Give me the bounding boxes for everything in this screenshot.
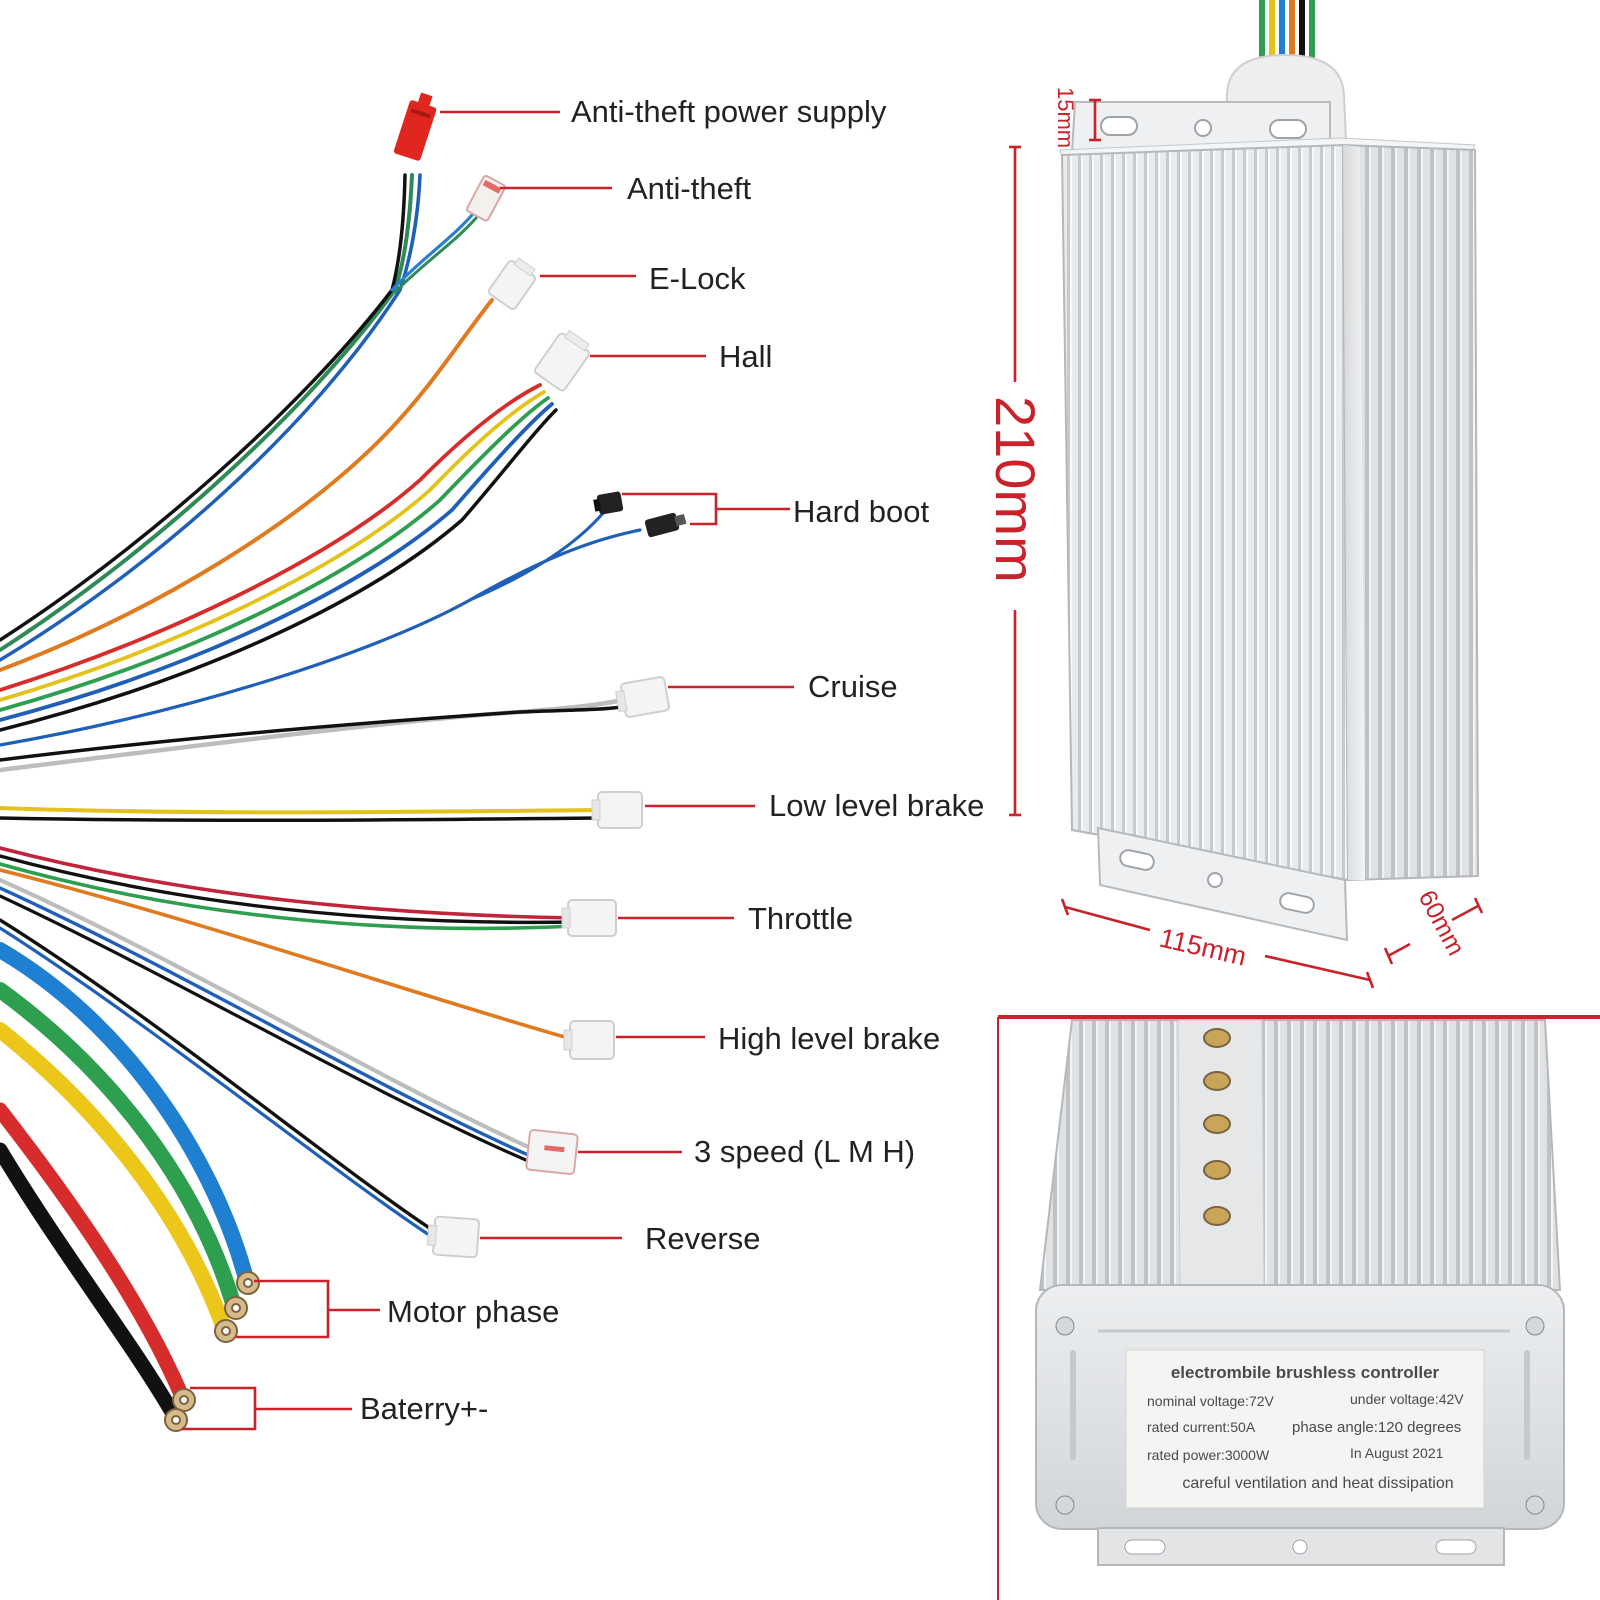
- plate-under-voltage: under voltage:42V: [1350, 1391, 1464, 1407]
- wire-harness: [0, 173, 642, 1420]
- hard-boot-connector-b: [644, 512, 687, 538]
- cruise-connector: [615, 676, 670, 718]
- label-hall: Hall: [719, 339, 772, 374]
- label-hard-boot: Hard boot: [793, 494, 930, 529]
- plate-nominal-voltage: nominal voltage:72V: [1147, 1393, 1275, 1409]
- bottom-flange: [1096, 826, 1349, 942]
- finned-housing: [1060, 143, 1350, 882]
- leader-lines: [182, 110, 794, 1431]
- dim-flange-label: 15mm: [1053, 87, 1078, 148]
- low-brake-connector: [591, 791, 643, 829]
- e-lock-connector: [487, 257, 537, 310]
- plate-phase-angle: phase angle:120 degrees: [1292, 1419, 1461, 1436]
- plate-rated-current: rated current:50A: [1147, 1419, 1256, 1435]
- plate-date: In August 2021: [1350, 1445, 1444, 1461]
- throttle-connector: [561, 899, 617, 937]
- plate-note: careful ventilation and heat dissipation: [1182, 1475, 1453, 1492]
- label-three-speed: 3 speed (L M H): [694, 1134, 915, 1169]
- controller-top-view: [1059, 0, 1480, 942]
- dim-height-label: 210mm: [984, 396, 1047, 583]
- wire-labels: Anti-theft power supply Anti-theft E-Loc…: [360, 94, 984, 1426]
- label-motor-phase: Motor phase: [387, 1294, 559, 1329]
- label-cruise: Cruise: [808, 669, 898, 704]
- hard-boot-connector-a: [593, 491, 624, 515]
- battery-terminals: [164, 1388, 196, 1432]
- label-throttle: Throttle: [748, 901, 853, 936]
- label-high-level-brake: High level brake: [718, 1021, 940, 1056]
- spec-plate: [1125, 1349, 1485, 1509]
- dim-width-label: 115mm: [1157, 923, 1250, 972]
- hall-connector: [534, 329, 590, 392]
- plate-title: electrombile brushless controller: [1171, 1363, 1440, 1382]
- power-terminals: [1203, 1028, 1231, 1226]
- anti-theft-power-connector: [393, 92, 437, 161]
- label-anti-theft: Anti-theft: [627, 171, 751, 206]
- plate-rated-power: rated power:3000W: [1147, 1447, 1270, 1463]
- reverse-connector: [426, 1215, 481, 1259]
- connectors: [164, 92, 687, 1432]
- label-low-level-brake: Low level brake: [769, 788, 984, 823]
- three-speed-connector: [525, 1128, 579, 1176]
- high-brake-connector: [563, 1020, 615, 1060]
- motor-phase-terminals: [214, 1271, 260, 1343]
- label-e-lock: E-Lock: [649, 261, 746, 296]
- label-reverse: Reverse: [645, 1221, 760, 1256]
- label-battery: Baterry+-: [360, 1391, 488, 1426]
- anti-theft-connector: [466, 174, 506, 222]
- label-anti-theft-power: Anti-theft power supply: [571, 94, 887, 129]
- dim-depth-label: 60mm: [1413, 886, 1470, 960]
- controller-end-view-panel: electrombile brushless controller nomina…: [997, 1015, 1600, 1600]
